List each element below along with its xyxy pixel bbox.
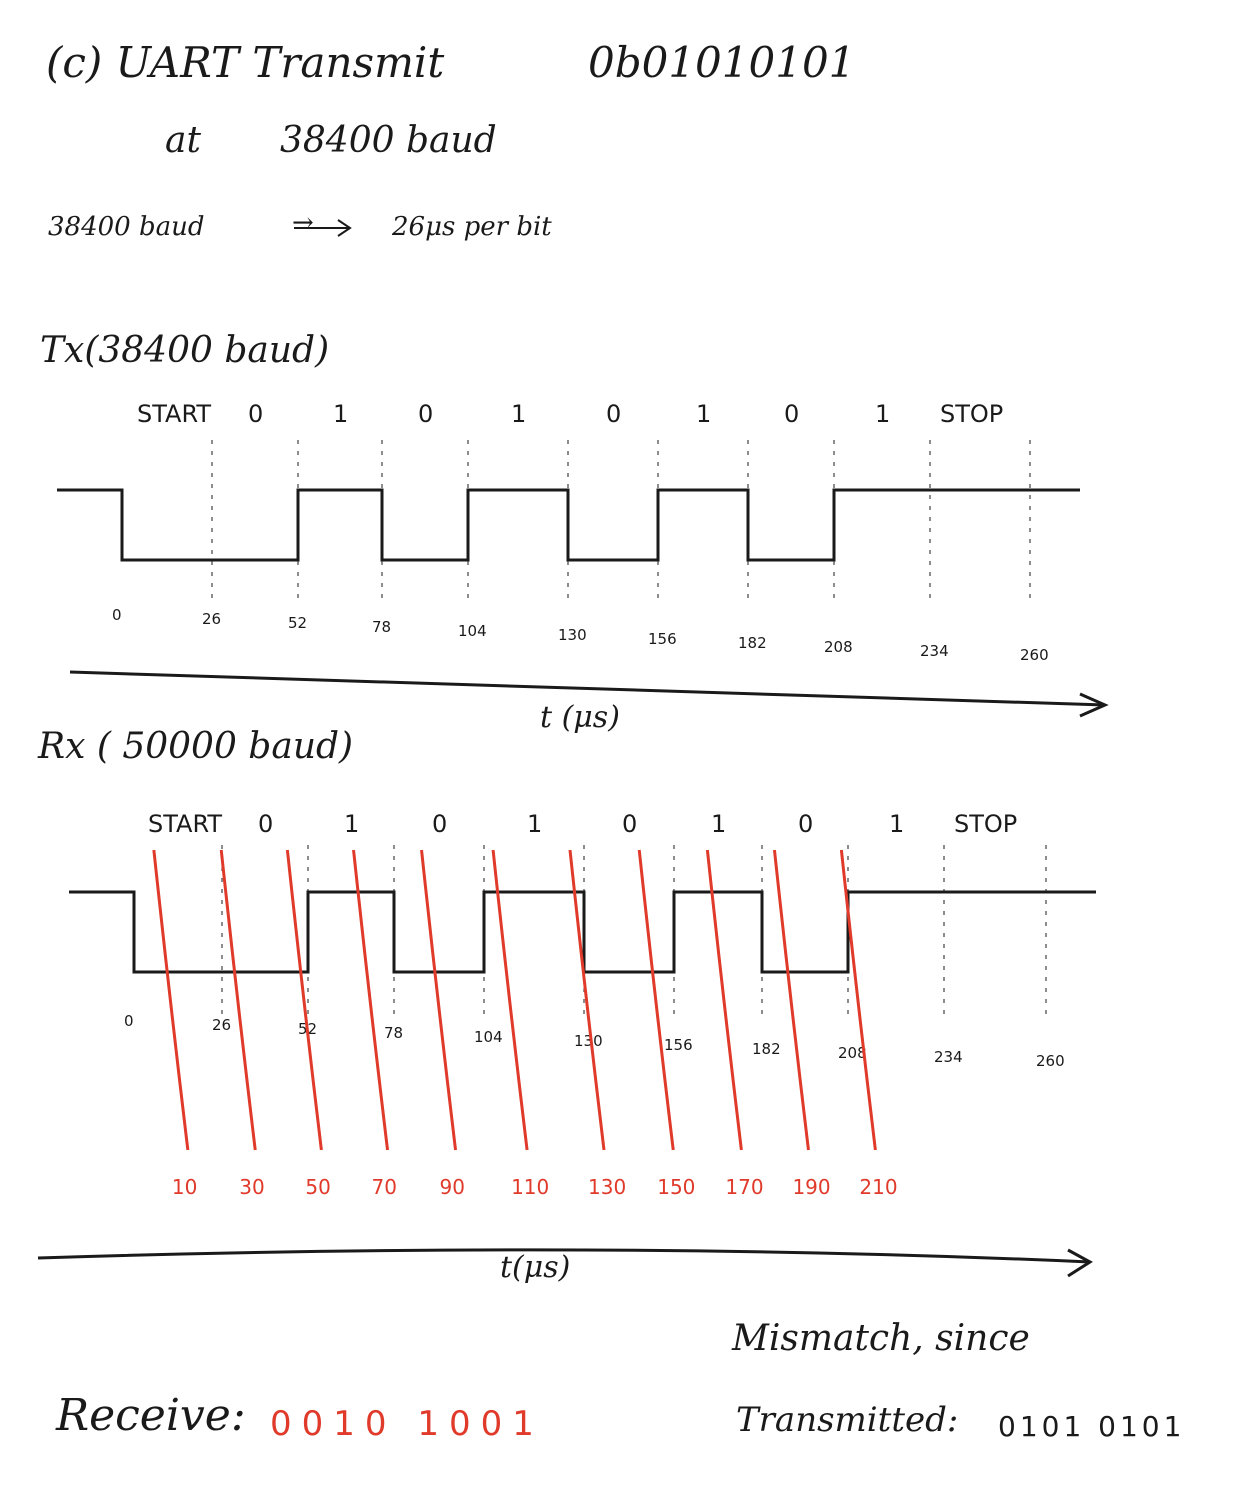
- rx-sample-time-label: 190: [792, 1175, 831, 1199]
- subtitle-value: 38400 baud: [280, 120, 497, 161]
- rx-bit-label: STOP: [954, 810, 1018, 838]
- tx-tick-label: 260: [1020, 646, 1049, 664]
- tx-time-axis: [69, 670, 1106, 707]
- receive-label: Receive:: [56, 1390, 246, 1441]
- tx-tick-label: 0: [112, 606, 122, 624]
- tx-bit-label: 0: [248, 400, 264, 428]
- rx-sample-time-label: 50: [305, 1175, 331, 1199]
- rx-tick-label: 156: [664, 1036, 693, 1054]
- rx-sample-line: [637, 849, 675, 1151]
- tx-tick-label: 104: [458, 622, 487, 640]
- rx-bit-label: 0: [258, 810, 274, 838]
- rx-sample-line: [491, 849, 529, 1151]
- rx-sample-line: [839, 849, 877, 1151]
- tx-bit-label: 1: [333, 400, 349, 428]
- rx-bit-label: 1: [527, 810, 543, 838]
- rx-bit-label: 0: [798, 810, 814, 838]
- tx-bit-label: 0: [418, 400, 434, 428]
- rx-sample-time-label: 30: [239, 1175, 265, 1199]
- rx-sample-time-label: 150: [657, 1175, 696, 1199]
- rx-sample-line: [352, 849, 390, 1151]
- tx-signal-line: [57, 488, 1080, 562]
- tx-tick-label: 52: [288, 614, 308, 632]
- rx-tick-label: 130: [574, 1032, 603, 1050]
- tx-bit-label: START: [137, 400, 212, 428]
- rx-sample-line: [568, 849, 606, 1151]
- rx-bit-label: START: [148, 810, 223, 838]
- tx-bit-label: STOP: [940, 400, 1004, 428]
- rx-tick-label: 208: [838, 1044, 867, 1062]
- conversion-to: 26μs per bit: [392, 212, 552, 242]
- tx-tick-label: 156: [648, 630, 677, 648]
- rx-tick-label: 0: [124, 1012, 134, 1030]
- rx-bit-label: 1: [889, 810, 905, 838]
- rx-time-axis: [37, 1248, 1091, 1264]
- conversion-from: 38400 baud: [48, 212, 205, 242]
- tx-tick-label: 26: [202, 610, 222, 628]
- rx-sample-line: [772, 849, 810, 1151]
- rx-sample-time-label: 170: [725, 1175, 764, 1199]
- title-value: 0b01010101: [588, 38, 856, 87]
- page-title: (c) UART Transmit: [46, 38, 445, 87]
- rx-sample-line: [705, 849, 743, 1151]
- tx-axis-arrowhead: [1079, 692, 1109, 718]
- rx-sample-time-label: 130: [588, 1175, 627, 1199]
- rx-tick-label: 104: [474, 1028, 503, 1046]
- rx-sample-time-label: 90: [439, 1175, 465, 1199]
- rx-sample-time-label: 110: [511, 1175, 550, 1199]
- mismatch-text: Mismatch, since: [732, 1318, 1030, 1359]
- rx-bit-label: 1: [711, 810, 727, 838]
- tx-tick-label: 208: [824, 638, 853, 656]
- rx-axis-label: t(μs): [500, 1250, 571, 1285]
- tx-tick-label: 234: [920, 642, 949, 660]
- transmitted-label: Transmitted:: [736, 1400, 959, 1440]
- rx-bit-label: 1: [344, 810, 360, 838]
- rx-bit-label: 0: [622, 810, 638, 838]
- rx-tick-label: 260: [1036, 1052, 1065, 1070]
- receive-bits: 0010 1001: [270, 1404, 544, 1444]
- rx-signal-line: [69, 890, 1096, 974]
- rx-sample-line: [420, 849, 458, 1151]
- rx-tick-label: 182: [752, 1040, 781, 1058]
- conversion-arrow-line: [294, 219, 352, 237]
- rx-sample-line: [152, 849, 190, 1151]
- rx-label: Rx ( 50000 baud): [38, 726, 354, 767]
- transmitted-bits: 0101 0101: [998, 1410, 1186, 1443]
- tx-bit-label: 1: [511, 400, 527, 428]
- conversion-arrow: →: [292, 208, 314, 238]
- tx-bit-label: 1: [875, 400, 891, 428]
- tx-tick-label: 130: [558, 626, 587, 644]
- subtitle-prefix: at: [165, 120, 201, 161]
- rx-sample-time-label: 10: [171, 1175, 198, 1199]
- tx-bit-label: 0: [606, 400, 622, 428]
- tx-tick-label: 78: [372, 618, 392, 636]
- tx-bit-label: 0: [784, 400, 800, 428]
- rx-tick-label: 78: [384, 1024, 404, 1042]
- rx-sample-time-label: 210: [859, 1175, 898, 1199]
- rx-sample-time-label: 70: [371, 1175, 397, 1199]
- rx-sample-line: [219, 849, 257, 1151]
- rx-bit-label: 0: [432, 810, 448, 838]
- tx-bit-label: 1: [696, 400, 712, 428]
- rx-tick-label: 234: [934, 1048, 963, 1066]
- tx-label: Tx(38400 baud): [40, 330, 330, 371]
- tx-axis-label: t (μs): [540, 700, 620, 735]
- rx-axis-arrowhead: [1067, 1248, 1093, 1278]
- tx-tick-label: 182: [738, 634, 767, 652]
- rx-tick-label: 26: [212, 1016, 232, 1034]
- rx-sample-line: [285, 849, 323, 1151]
